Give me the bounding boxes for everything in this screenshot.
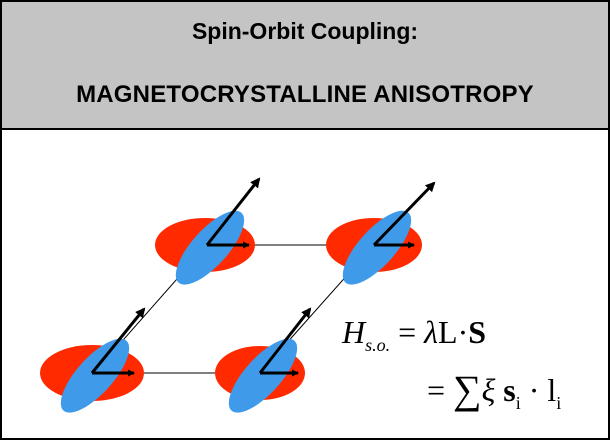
- title-line-1: Spin-Orbit Coupling:: [191, 18, 419, 44]
- blue-orbital: [175, 210, 245, 285]
- summation-symbol: ∑: [453, 367, 482, 412]
- spin-s: s: [503, 372, 516, 408]
- spin-arrow: [372, 181, 436, 247]
- title-line-2: MAGNETOCRYSTALLINE ANISOTROPY: [76, 81, 534, 108]
- equals-sign-2: =: [427, 372, 446, 408]
- spin-arrow: [258, 307, 312, 374]
- spin-arrow: [205, 177, 261, 246]
- xi-symbol: ξ: [481, 372, 496, 408]
- index-i-2: i: [556, 393, 562, 413]
- orbital-l: l: [547, 372, 557, 408]
- atom-bottom-right: [215, 307, 312, 413]
- hamiltonian-symbol: H: [342, 314, 366, 350]
- equals-sign: =: [398, 314, 417, 350]
- dot-operator: ·: [457, 314, 469, 350]
- atom-top-right: [326, 181, 436, 285]
- lambda-symbol: λ: [424, 314, 439, 350]
- dot-operator-2: ·: [528, 372, 540, 408]
- blue-orbital: [60, 338, 130, 413]
- blue-orbital: [228, 338, 298, 413]
- atom-bottom-left: [40, 307, 146, 413]
- spin-S: S: [468, 314, 487, 350]
- orbital-L: L: [438, 314, 458, 350]
- hamiltonian-subscript: s.o.: [365, 335, 391, 355]
- spin-arrow: [90, 307, 146, 374]
- atom-top-left: [155, 177, 261, 285]
- equation-line-2: = ∑ξ si · li: [427, 368, 561, 413]
- blue-orbital: [342, 210, 412, 285]
- equation-line-1: Hs.o. = λL·S: [342, 314, 487, 354]
- title-banner: Spin-Orbit Coupling: MAGNETOCRYSTALLINE …: [2, 2, 608, 130]
- lattice-diagram: [40, 177, 436, 413]
- index-i-1: i: [515, 393, 521, 413]
